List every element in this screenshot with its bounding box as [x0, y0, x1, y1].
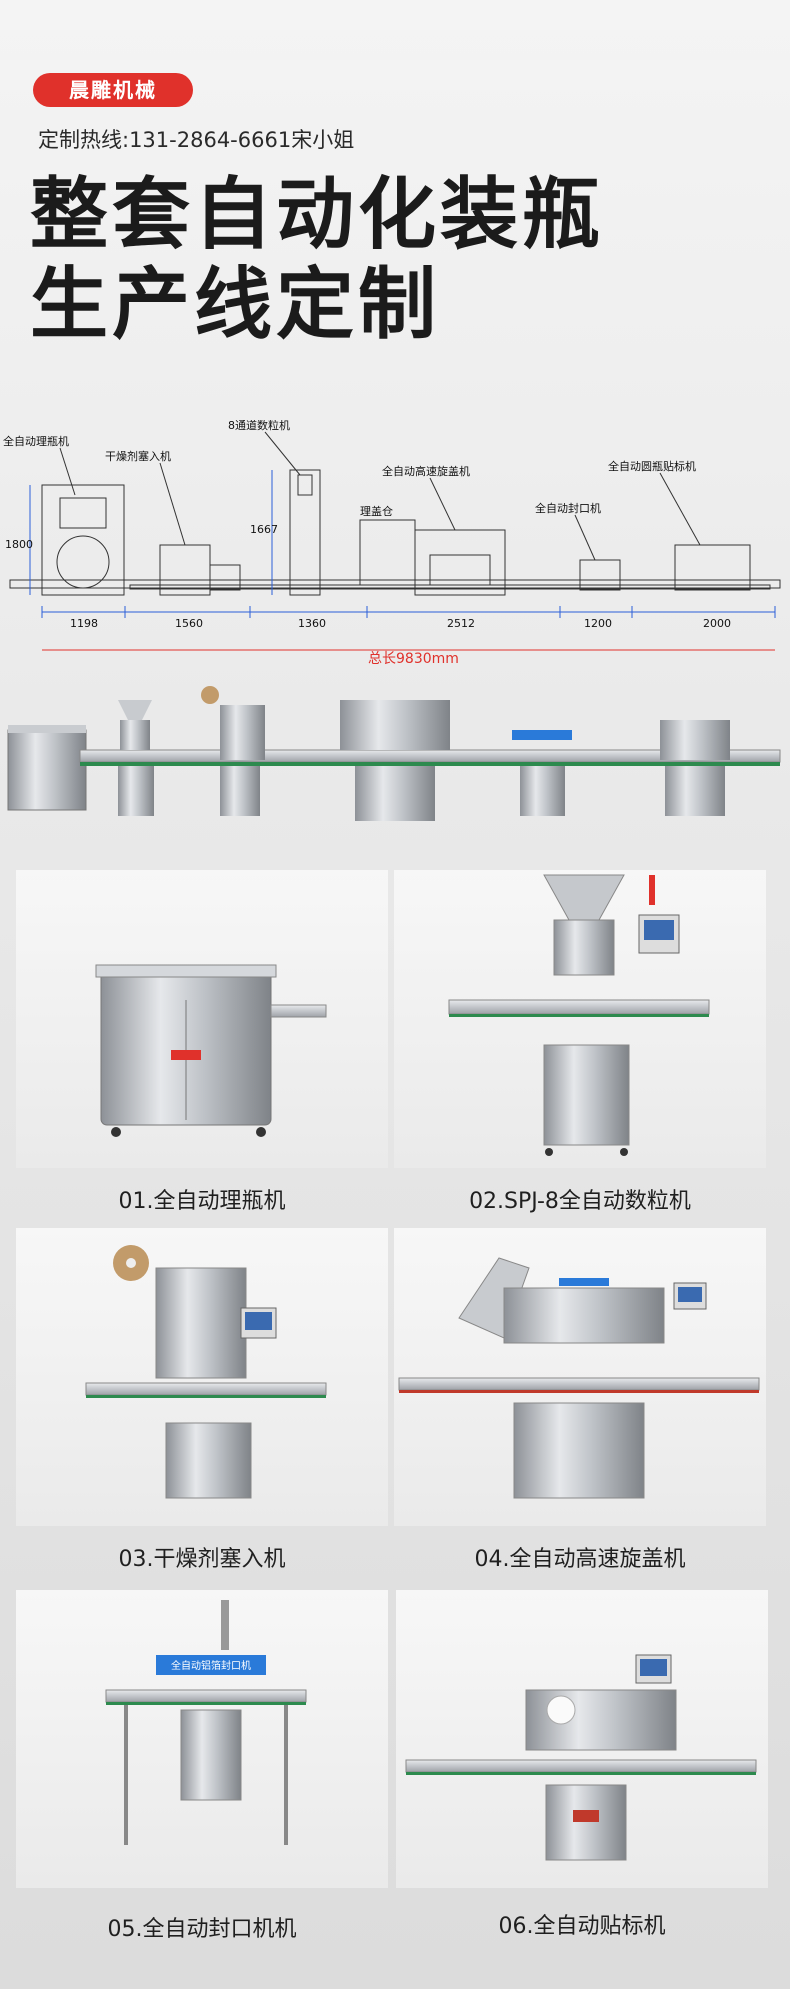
product-card-counting-machine [394, 870, 766, 1168]
title-line-1: 整套自动化装瓶 [30, 170, 605, 260]
label-capping-machine: 全自动高速旋盖机 [382, 464, 470, 478]
length-3: 1360 [298, 617, 326, 630]
caption-1: 01.全自动理瓶机 [118, 1189, 286, 1214]
brand-badge: 晨雕机械 [33, 73, 193, 107]
length-5: 1200 [584, 617, 612, 630]
label-bottle-unscrambler: 全自动理瓶机 [3, 434, 69, 448]
layout-diagram: 全自动理瓶机 干燥剂塞入机 8通道数粒机 全自动高速旋盖机 理盖仓 全自动封口机… [0, 420, 790, 670]
caption-6: 06.全自动贴标机 [498, 1914, 666, 1939]
caption-5: 05.全自动封口机机 [107, 1917, 297, 1942]
total-length: 总长9830mm [368, 651, 459, 667]
label-labeling-machine: 全自动圆瓶贴标机 [608, 459, 696, 473]
caption-3: 03.干燥剂塞入机 [118, 1547, 286, 1572]
title-line-2: 生产线定制 [30, 260, 441, 350]
product-card-labeling-machine [396, 1590, 768, 1888]
production-line-image [0, 680, 790, 830]
caption-4: 04.全自动高速旋盖机 [474, 1547, 686, 1572]
sealer-panel-text: 全自动铝箔封口机 [171, 1659, 251, 1672]
hotline-text: 定制热线:131-2864-6661宋小姐 [38, 128, 355, 152]
height-1667: 1667 [250, 523, 278, 536]
label-sealing-machine: 全自动封口机 [535, 501, 601, 515]
caption-2: 02.SPJ-8全自动数粒机 [469, 1189, 691, 1214]
product-card-desiccant-inserter [16, 1228, 388, 1526]
page-title: 整套自动化装瓶 生产线定制 [30, 170, 760, 350]
length-1: 1198 [70, 617, 98, 630]
label-cap-hopper: 理盖仓 [360, 504, 393, 518]
length-6: 2000 [703, 617, 731, 630]
length-4: 2512 [447, 617, 475, 630]
length-2: 1560 [175, 617, 203, 630]
label-desiccant-inserter: 干燥剂塞入机 [105, 449, 171, 463]
label-counting-machine: 8通道数粒机 [228, 420, 290, 432]
product-card-sealing-machine: 全自动铝箔封口机 [16, 1590, 388, 1888]
height-1800: 1800 [5, 538, 33, 551]
product-card-capping-machine [394, 1228, 766, 1526]
product-card-bottle-unscrambler [16, 870, 388, 1168]
